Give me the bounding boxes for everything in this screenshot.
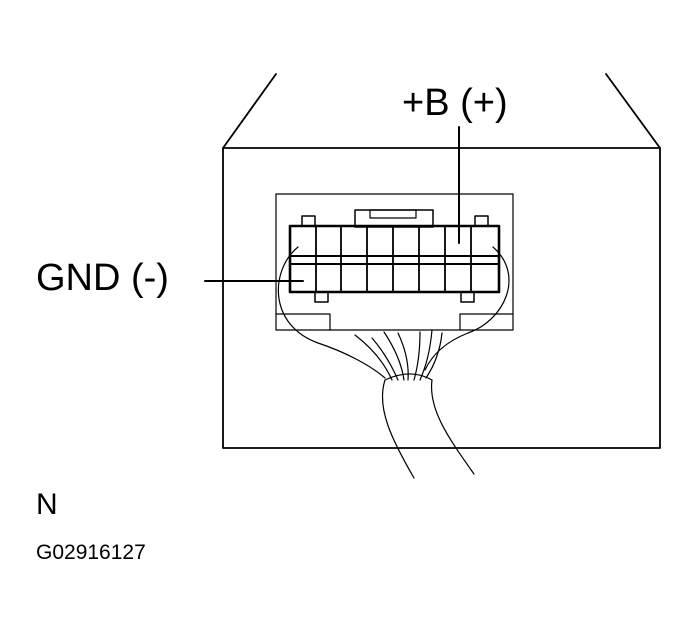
harness-wrap-right [424, 246, 510, 371]
tab-top-right [474, 215, 489, 227]
ground-terminal-label: GND (-) [36, 257, 169, 299]
connector-plate [275, 193, 514, 331]
wire-strands [354, 329, 443, 381]
tab-bottom-right [460, 291, 475, 303]
plate-foot-left [275, 313, 331, 331]
cable-sheath-top [384, 373, 433, 381]
connector-pin-dividers [315, 225, 472, 293]
plate-foot-right [459, 313, 514, 331]
tab-top-left [301, 215, 316, 227]
connector-latch-tab [369, 209, 417, 219]
positive-terminal-label: +B (+) [402, 82, 508, 124]
housing-top-right-edge [605, 73, 661, 149]
figure-code-label: G02916127 [36, 541, 146, 564]
harness-wrap-left [277, 246, 386, 379]
cable-sheath-right [430, 379, 475, 475]
housing-body [222, 147, 661, 449]
connector-body [288, 224, 501, 294]
view-marker-label: N [36, 488, 58, 521]
cable-sheath-left [381, 379, 415, 479]
tab-bottom-left [314, 291, 329, 303]
housing-top-left-edge [222, 73, 277, 149]
